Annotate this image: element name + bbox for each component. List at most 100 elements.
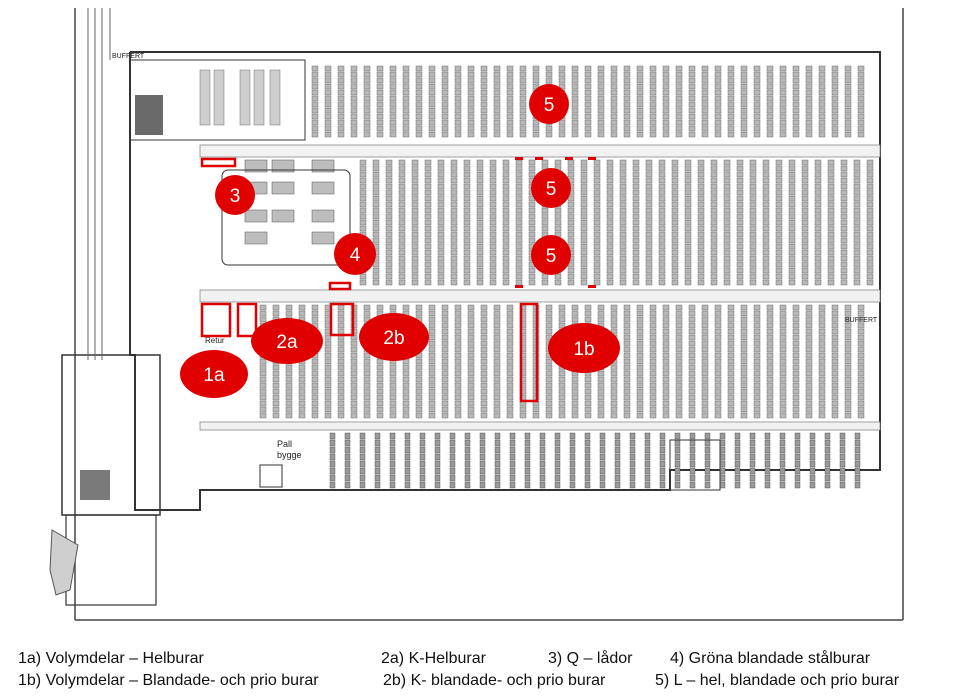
rack-cell <box>450 261 458 268</box>
rack-cell <box>259 316 267 323</box>
rack-cell <box>688 364 696 371</box>
rack-cell <box>794 460 801 468</box>
rack-cell <box>645 267 653 274</box>
rack-cell <box>479 481 486 489</box>
rack-cell <box>689 453 696 461</box>
rack-cell <box>701 346 709 353</box>
rack-cell <box>479 474 486 482</box>
rack-cell <box>805 316 813 323</box>
rack-cell <box>545 328 553 335</box>
rack-cell <box>723 249 731 256</box>
rack-cell <box>419 439 426 447</box>
rack-cell <box>619 249 627 256</box>
rack-cell <box>506 340 514 347</box>
rack-cell <box>762 231 770 238</box>
rack-cell <box>723 225 731 232</box>
rack-cell <box>839 432 846 440</box>
rack-cell <box>385 273 393 280</box>
zone-marker-3-shape <box>215 175 255 215</box>
rack-cell <box>467 382 475 389</box>
rack-cell <box>675 95 683 102</box>
rack-cell <box>506 364 514 371</box>
rack-cell <box>454 322 462 329</box>
rack-cell <box>606 195 614 202</box>
rack-cell <box>311 358 319 365</box>
rack-cell <box>337 328 345 335</box>
rack-cell <box>509 474 516 482</box>
rack-cell <box>584 304 592 311</box>
rack-cell <box>727 412 735 419</box>
rack-cell <box>710 165 718 172</box>
rack-cell <box>853 273 861 280</box>
rack-cell <box>329 460 336 468</box>
rack-cell <box>766 400 774 407</box>
rack-cell <box>532 119 540 126</box>
rack-cell <box>404 446 411 454</box>
rack-cell <box>649 131 657 138</box>
rack-cell <box>467 394 475 401</box>
rack-cell <box>749 213 757 220</box>
rack-cell <box>502 231 510 238</box>
rack-cell <box>285 370 293 377</box>
rack-cell <box>476 183 484 190</box>
rack-cell <box>636 382 644 389</box>
rack-cell <box>701 89 709 96</box>
rack-cell <box>753 71 761 78</box>
rack-cell <box>463 171 471 178</box>
rack-cell <box>554 460 561 468</box>
rack-cell <box>337 316 345 323</box>
rack-cell <box>415 376 423 383</box>
rack-cell <box>805 119 813 126</box>
rack-cell <box>539 481 546 489</box>
rack-cell <box>463 189 471 196</box>
rack-cell <box>788 189 796 196</box>
rack-cell <box>619 225 627 232</box>
rack-cell <box>584 101 592 108</box>
rack-cell <box>372 177 380 184</box>
rack-cell <box>389 467 396 475</box>
rack-cell <box>814 213 822 220</box>
rack-cell <box>528 225 536 232</box>
rack-cell <box>779 412 787 419</box>
rack-cell <box>480 125 488 132</box>
rack-cell <box>697 237 705 244</box>
rack-cell <box>636 340 644 347</box>
rack-cell <box>434 467 441 475</box>
rack-cell <box>701 394 709 401</box>
rack-cell <box>675 364 683 371</box>
rack-cell <box>398 255 406 262</box>
rack-cell <box>762 225 770 232</box>
rack-cell <box>792 310 800 317</box>
zone-marker-4: 4 <box>334 233 376 275</box>
rack-cell <box>805 382 813 389</box>
rack-cell <box>844 107 852 114</box>
rack-cell <box>363 358 371 365</box>
rack-cell <box>450 279 458 286</box>
rack-cell <box>506 310 514 317</box>
rack-cell <box>840 255 848 262</box>
rack-cell <box>610 412 618 419</box>
rack-cell <box>619 177 627 184</box>
rack-cell <box>831 89 839 96</box>
rack-cell <box>558 394 566 401</box>
rack-cell <box>857 412 865 419</box>
rack-cell <box>506 107 514 114</box>
rack-cell <box>402 89 410 96</box>
rack-cell <box>428 65 436 72</box>
rack-cell <box>467 358 475 365</box>
rack-cell <box>441 310 449 317</box>
rack-cell <box>853 213 861 220</box>
rack-cell <box>658 171 666 178</box>
rack-cell <box>740 95 748 102</box>
rack-cell <box>464 453 471 461</box>
rack-cell <box>805 322 813 329</box>
rack-cell <box>619 261 627 268</box>
rack-cell <box>805 328 813 335</box>
rack-cell <box>779 310 787 317</box>
rack-cell <box>827 219 835 226</box>
rack-cell <box>519 406 527 413</box>
rack-cell <box>675 119 683 126</box>
rack-cell <box>437 231 445 238</box>
highlight-4-strip <box>328 281 352 291</box>
rack-cell <box>359 201 367 208</box>
